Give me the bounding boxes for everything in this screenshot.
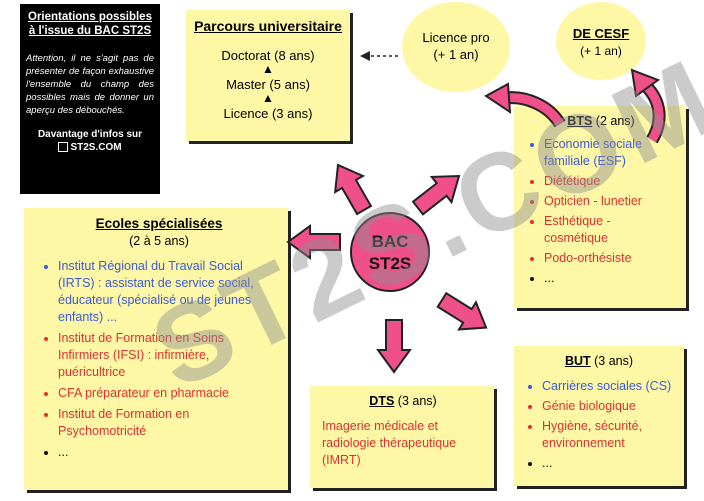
arrow-to-but [432,285,496,343]
doctorat-label: Doctorat (8 ans) [221,48,315,63]
arrow-to-bts [407,162,470,222]
list-item: CFA préparateur en pharmacie [58,385,278,402]
dashed-arrow-head [360,51,370,61]
list-item: Institut de Formation en Psychomotricité [58,406,278,440]
list-item: Economie sociale familiale (ESF) [544,136,676,170]
master-label: Master (5 ans) [226,77,310,92]
but-heading: BUT (3 ans) [564,354,634,368]
list-item: Institut de Formation en Soins Infirmier… [58,330,278,381]
more-info-label: Davantage d'infos sur [37,129,143,140]
bts-box: BTS (2 ans) Economie sociale familiale (… [514,106,686,308]
arrow-to-dts [377,319,411,373]
list-item: Podo-orthésiste [544,250,676,267]
up-arrow-icon: ▲ [262,91,274,105]
info-note: Attention, il ne s'agit pas de présenter… [26,53,154,116]
list-item: Génie biologique [542,398,674,415]
list-item: ... [58,444,278,461]
list-item: ... [544,270,676,287]
bts-list: Economie sociale familiale (ESF) Diététi… [526,136,676,287]
dts-body: Imagerie médicale et radiologie thérapeu… [322,419,457,467]
list-item: Hygiène, sécurité, environnement [542,418,674,452]
but-box: BUT (3 ans) Carrières sociales (CS) Géni… [514,346,684,486]
parcours-title: Parcours universitaire [194,18,342,34]
licence-pro-circle: Licence pro (+ 1 an) [402,2,510,92]
ecoles-box: Ecoles spécialisées (2 à 5 ans) Institut… [24,208,288,490]
list-item: Institut Régional du Travail Social (IRT… [58,258,278,326]
site-icon [58,142,69,153]
cesf-circle: DE CESF (+ 1 an) [556,2,646,80]
parcours-box: Parcours universitaire Doctorat (8 ans) … [186,10,350,141]
dts-heading: DTS (3 ans) [369,394,437,408]
list-item: Esthétique - cosmétique [544,213,676,247]
list-item: Diététique [544,173,676,190]
bts-heading: BTS (2 ans) [567,114,635,128]
ecoles-list: Institut Régional du Travail Social (IRT… [40,258,278,461]
licence-label: Licence (3 ans) [223,106,313,121]
up-arrow-icon: ▲ [262,62,274,76]
dts-box: DTS (3 ans) Imagerie médicale et radiolo… [310,386,494,488]
bac-st2s-circle: BAC ST2S [350,212,430,292]
list-item: Carrières sociales (CS) [542,378,674,395]
list-item: Opticien - lunetier [544,193,676,210]
list-item: ... [542,455,674,472]
ecoles-title: Ecoles spécialisées [95,216,223,231]
info-box: Orientations possibles à l'issue du BAC … [20,4,160,194]
ecoles-duration: (2 à 5 ans) [129,234,189,248]
info-title: Orientations possibles à l'issue du BAC … [28,11,152,37]
arrow-to-parcours [323,155,379,219]
site-link[interactable]: ST2S.COM [26,142,154,153]
arrow-to-ecoles [287,225,341,259]
but-list: Carrières sociales (CS) Génie biologique… [524,378,674,472]
